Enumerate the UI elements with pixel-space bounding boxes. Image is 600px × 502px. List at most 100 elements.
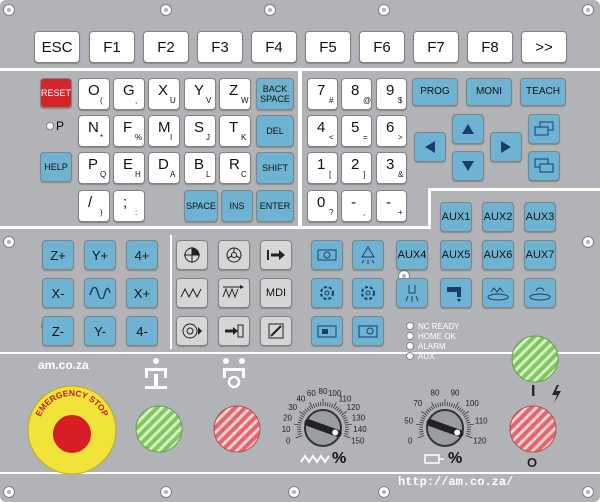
feed-hold-button[interactable] xyxy=(218,316,250,346)
arrow-right-button[interactable] xyxy=(490,132,522,162)
spindle-cw-button[interactable] xyxy=(311,240,343,270)
numpad-key-0[interactable]: 7# xyxy=(307,78,338,110)
aux2-button[interactable]: AUX2 xyxy=(482,202,514,232)
power-on-button[interactable] xyxy=(510,334,560,384)
f4-button[interactable]: F4 xyxy=(251,31,297,63)
handwheel-button[interactable] xyxy=(218,240,250,270)
ins-button[interactable]: INS xyxy=(221,190,253,222)
key-n[interactable]: N* xyxy=(78,115,110,147)
window-down-button[interactable] xyxy=(528,151,560,181)
coolant-button[interactable] xyxy=(440,278,472,308)
help-button[interactable]: HELP xyxy=(40,152,72,182)
f3-button[interactable]: F3 xyxy=(197,31,243,63)
air-blow-button[interactable] xyxy=(396,278,428,308)
key-f[interactable]: F% xyxy=(113,115,145,147)
key-sym[interactable]: ;: xyxy=(113,190,145,222)
axis4-minus-button[interactable]: 4- xyxy=(126,316,158,346)
aux1-button[interactable]: AUX1 xyxy=(440,202,472,232)
numpad-key-4[interactable]: 5= xyxy=(341,115,372,147)
numpad-key-10[interactable]: -, xyxy=(341,190,372,222)
auto-mode-button[interactable] xyxy=(176,278,208,308)
space-button[interactable]: SPACE xyxy=(184,190,218,222)
mdi-button[interactable]: MDI xyxy=(260,278,292,308)
tool-unclamp-button[interactable] xyxy=(352,316,384,346)
key-g[interactable]: G, xyxy=(113,78,145,110)
arrow-left-button[interactable] xyxy=(414,132,446,162)
enter-button[interactable]: ENTER xyxy=(256,190,294,222)
z-minus-button[interactable]: Z- xyxy=(42,316,74,346)
aux5-button[interactable]: AUX5 xyxy=(440,240,472,270)
dial-pointer-tip xyxy=(332,429,339,436)
power-off-button[interactable] xyxy=(508,404,558,454)
x-minus-button[interactable]: X- xyxy=(42,278,74,308)
aux3-button[interactable]: AUX3 xyxy=(524,202,556,232)
key-sym[interactable]: /) xyxy=(78,190,110,222)
f7-button[interactable]: F7 xyxy=(413,31,459,63)
home-button[interactable] xyxy=(176,240,208,270)
numpad-key-11[interactable]: -+ xyxy=(376,190,407,222)
f5-button[interactable]: F5 xyxy=(305,31,351,63)
axis4-plus-button[interactable]: 4+ xyxy=(126,240,158,270)
numpad-key-5[interactable]: 6> xyxy=(376,115,407,147)
key-sub-char: ( xyxy=(100,96,103,105)
next-page-button[interactable]: >> xyxy=(521,31,567,63)
reset-button[interactable]: RESET xyxy=(40,78,72,108)
jog-mode-button[interactable] xyxy=(260,240,292,270)
arrow-down-button[interactable] xyxy=(452,151,484,181)
shift-button[interactable]: SHIFT xyxy=(256,152,294,184)
esc-button[interactable]: ESC xyxy=(34,31,80,63)
gear-alt-button[interactable] xyxy=(352,278,384,308)
chip-conveyor-rev-button[interactable] xyxy=(524,278,556,308)
chip-conveyor-button[interactable] xyxy=(482,278,514,308)
cycle-start-button[interactable] xyxy=(176,316,208,346)
numpad-key-6[interactable]: 1[ xyxy=(307,152,338,184)
backspace-button[interactable]: BACK SPACE xyxy=(256,78,294,110)
rapid-button[interactable] xyxy=(84,278,116,308)
light-button[interactable] xyxy=(352,240,384,270)
del-button[interactable]: DEL xyxy=(256,115,294,147)
single-block-button[interactable] xyxy=(218,278,250,308)
window-up-button[interactable] xyxy=(528,114,560,144)
numpad-key-9[interactable]: 0? xyxy=(307,190,338,222)
arrow-up-button[interactable] xyxy=(452,114,484,144)
y-minus-button[interactable]: Y- xyxy=(84,316,116,346)
f6-button[interactable]: F6 xyxy=(359,31,405,63)
numpad-key-3[interactable]: 4< xyxy=(307,115,338,147)
edit-button[interactable] xyxy=(260,316,292,346)
prog-button[interactable]: PROG xyxy=(412,78,458,106)
numpad-key-2[interactable]: 9$ xyxy=(376,78,407,110)
f8-button[interactable]: F8 xyxy=(467,31,513,63)
f2-button[interactable]: F2 xyxy=(143,31,189,63)
gear-button[interactable] xyxy=(311,278,343,308)
dial-pointer-tip xyxy=(454,429,461,436)
numpad-key-8[interactable]: 3& xyxy=(376,152,407,184)
y-plus-button[interactable]: Y+ xyxy=(84,240,116,270)
teach-button[interactable]: TEACH xyxy=(520,78,566,106)
key-o[interactable]: O( xyxy=(78,78,110,110)
z-plus-button[interactable]: Z+ xyxy=(42,240,74,270)
aux6-button[interactable]: AUX6 xyxy=(482,240,514,270)
emergency-stop-button[interactable]: EMERGENCY STOP xyxy=(26,384,118,476)
rapid-wave-icon xyxy=(89,287,111,299)
aux7-button[interactable]: AUX7 xyxy=(524,240,556,270)
moni-button[interactable]: MONI xyxy=(466,78,512,106)
numpad-key-7[interactable]: 2] xyxy=(341,152,372,184)
tool-clamp-button[interactable] xyxy=(311,316,343,346)
numpad-key-1[interactable]: 8@ xyxy=(341,78,372,110)
f1-button[interactable]: F1 xyxy=(89,31,135,63)
x-plus-button[interactable]: X+ xyxy=(126,278,158,308)
aux4-button[interactable]: AUX4 xyxy=(396,240,428,270)
